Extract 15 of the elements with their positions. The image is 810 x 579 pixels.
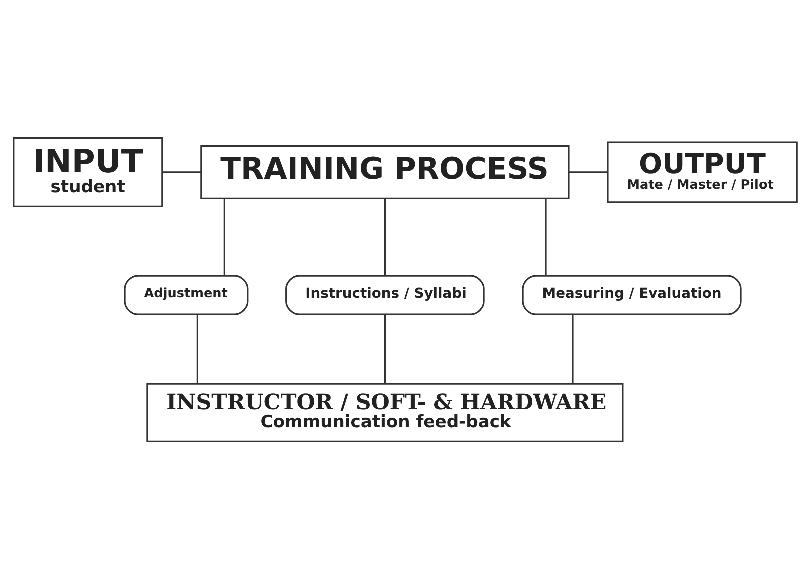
node-box: TRAINING PROCESS xyxy=(200,144,570,199)
connector xyxy=(544,198,546,276)
connector xyxy=(572,314,574,384)
node-box: OUTPUT Mate / Master / Pilot xyxy=(606,141,798,203)
connector xyxy=(384,198,386,276)
node-box: Instructions / Syllabi xyxy=(285,274,484,315)
connector xyxy=(568,171,608,173)
node-box: Measuring / Evaluation xyxy=(522,274,742,315)
connector xyxy=(162,171,201,173)
node-box: Adjustment xyxy=(124,274,248,315)
node-box: INPUT student xyxy=(12,136,163,207)
connector xyxy=(196,314,198,384)
connector xyxy=(223,198,225,276)
node-box: INSTRUCTOR / SOFT- & HARDWARE Communication feed-back xyxy=(146,382,624,442)
connector xyxy=(384,314,386,384)
